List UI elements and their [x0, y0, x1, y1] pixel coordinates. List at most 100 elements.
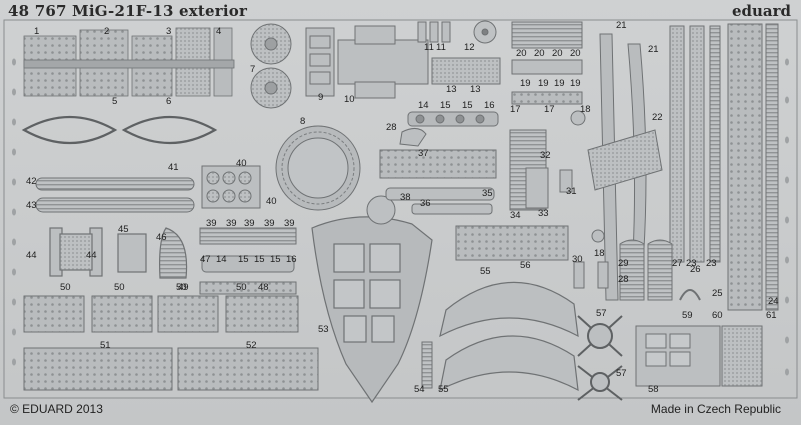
- part-number-label: 16: [286, 254, 297, 265]
- part-number-label: 52: [246, 340, 257, 351]
- part-5-6-loops: [21, 116, 218, 144]
- part-number-label: 14: [216, 254, 227, 265]
- part-38-round: [366, 195, 396, 225]
- part-number-label: 34: [510, 210, 521, 221]
- part-54-strip: [421, 341, 433, 389]
- part-number-label: 39: [284, 218, 295, 229]
- part-28-bracket: [399, 128, 427, 147]
- part-number-label: 7: [250, 64, 255, 75]
- part-55-arcs: [439, 281, 579, 392]
- part-number-label: 41: [168, 162, 179, 173]
- part-number-label: 50: [60, 282, 71, 293]
- part-number-label: 36: [420, 198, 431, 209]
- part-number-label: 39: [206, 218, 217, 229]
- part-number-label: 43: [26, 200, 37, 211]
- part-39-48-row: [199, 227, 297, 295]
- part-number-label: 28: [386, 122, 397, 133]
- part-53-canopy: [311, 216, 433, 404]
- part-50-row: [23, 295, 299, 333]
- part-number-label: 59: [682, 310, 693, 321]
- part-number-label: 54: [414, 384, 425, 395]
- part-number-label: 18: [594, 248, 605, 259]
- part-number-label: 60: [712, 310, 723, 321]
- part-number-label: 29: [618, 258, 629, 269]
- part-number-label: 20: [534, 48, 545, 59]
- side-tabs: [12, 58, 789, 376]
- part-40-43: [35, 165, 261, 213]
- part-23-24-strips: [669, 23, 779, 311]
- part-number-label: 40: [266, 196, 277, 207]
- part-number-label: 25: [712, 288, 723, 299]
- part-number-label: 19: [554, 78, 565, 89]
- part-number-label: 44: [26, 250, 37, 261]
- part-number-label: 18: [580, 104, 591, 115]
- part-number-label: 20: [570, 48, 581, 59]
- part-number-label: 46: [156, 232, 167, 243]
- part-number-label: 15: [462, 100, 473, 111]
- part-number-label: 39: [244, 218, 255, 229]
- part-51-52-rows: [23, 347, 319, 391]
- part-number-label: 61: [766, 310, 777, 321]
- part-14-16-strip: [407, 111, 499, 127]
- part-number-label: 16: [484, 100, 495, 111]
- part-number-label: 20: [516, 48, 527, 59]
- part-number-label: 45: [118, 224, 129, 235]
- part-number-label: 57: [596, 308, 607, 319]
- part-number-label: 8: [300, 116, 305, 127]
- copyright-text: © EDUARD 2013: [10, 402, 103, 416]
- part-number-label: 24: [768, 296, 779, 307]
- part-number-label: 48: [258, 282, 269, 293]
- part-number-label: 17: [510, 104, 521, 115]
- part-1-4-panels: [23, 27, 235, 97]
- part-number-label: 50: [236, 282, 247, 293]
- part-number-label: 57: [616, 368, 627, 379]
- part-35-37: [379, 149, 497, 215]
- part-number-label: 23: [706, 258, 717, 269]
- part-number-label: 14: [418, 100, 429, 111]
- origin-text: Made in Czech Republic: [650, 402, 781, 416]
- part-number-label: 28: [618, 274, 629, 285]
- part-number-label: 37: [418, 148, 429, 159]
- part-number-label: 2: [104, 26, 109, 37]
- fret-frame: [3, 19, 798, 399]
- part-number-label: 15: [254, 254, 265, 265]
- part-number-label: 49: [178, 282, 189, 293]
- part-number-label: 39: [264, 218, 275, 229]
- part-number-label: 9: [318, 92, 323, 103]
- part-number-label: 50: [114, 282, 125, 293]
- part-9-10-boxes: [305, 25, 429, 99]
- part-number-label: 58: [648, 384, 659, 395]
- part-number-label: 5: [112, 96, 117, 107]
- part-17-20: [511, 21, 586, 126]
- part-number-label: 38: [400, 192, 411, 203]
- part-11-13: [417, 20, 501, 85]
- part-number-label: 13: [446, 84, 457, 95]
- part-8-round-grille: [275, 125, 361, 211]
- part-number-label: 23: [686, 258, 697, 269]
- part-number-label: 20: [552, 48, 563, 59]
- part-number-label: 55: [438, 384, 449, 395]
- part-number-label: 22: [652, 112, 663, 123]
- part-number-label: 11: [436, 42, 446, 53]
- part-number-label: 51: [100, 340, 111, 351]
- part-number-label: 21: [648, 44, 659, 55]
- part-number-label: 26: [690, 264, 701, 275]
- part-number-label: 19: [538, 78, 549, 89]
- part-number-label: 44: [86, 250, 97, 261]
- part-57-cross: [577, 315, 623, 401]
- part-number-label: 35: [482, 188, 493, 199]
- part-number-label: 27: [672, 258, 683, 269]
- part-21-22-rails: [587, 33, 663, 301]
- part-58-60: [635, 325, 763, 387]
- part-7-wheels: [250, 23, 292, 109]
- part-number-label: 39: [226, 218, 237, 229]
- part-number-label: 32: [540, 150, 551, 161]
- fret-title: 48 767 MiG-21F-13 exterior: [8, 2, 248, 20]
- part-number-label: 56: [520, 260, 531, 271]
- part-number-label: 12: [464, 42, 475, 53]
- part-number-label: 50: [176, 282, 187, 293]
- part-number-label: 17: [544, 104, 555, 115]
- part-number-label: 33: [538, 208, 549, 219]
